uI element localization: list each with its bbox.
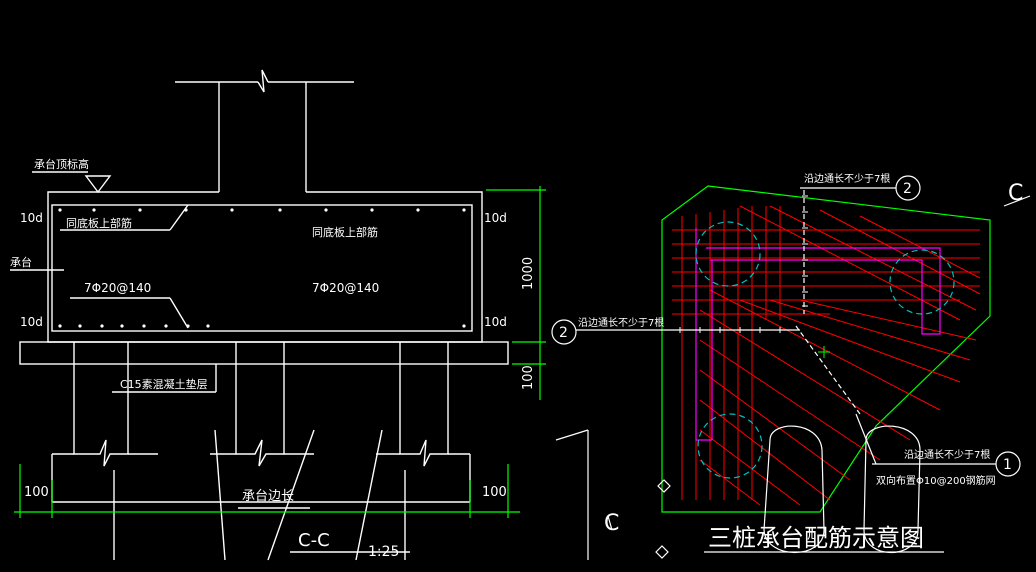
anchor-br: 10d <box>484 315 507 329</box>
marker-left-label: 2 <box>559 325 568 341</box>
note-right: 沿边通长不少于7根 <box>904 448 990 461</box>
note-top: 沿边通长不少于7根 <box>804 172 890 185</box>
marker-left <box>551 319 577 345</box>
bottom-rebar-right: 7Φ20@140 <box>312 281 379 295</box>
section-mark-bottom: C <box>604 511 619 536</box>
divider-lines <box>795 190 861 415</box>
depth-dim: 1000 <box>521 257 536 290</box>
top-rebar-label: 同底板上部筋 <box>66 216 132 230</box>
plan-slab-outline <box>661 185 991 513</box>
pile-right <box>399 342 449 467</box>
anchor-tr: 10d <box>484 211 507 225</box>
cushion-layer <box>19 341 509 365</box>
edge-length: 承台边长 <box>242 489 294 504</box>
section-mark-top: C <box>1008 181 1023 206</box>
bottom-rebar-left: 7Φ20@140 <box>84 281 151 295</box>
marker-top-label: 2 <box>903 181 912 197</box>
pile-circle-c <box>697 413 763 479</box>
anchor-tl: 10d <box>20 211 43 225</box>
pile-cap-outline <box>47 191 483 343</box>
marker-right-label: 1 <box>1003 457 1012 473</box>
markers <box>551 175 1021 477</box>
magenta-outline <box>695 228 941 441</box>
rebar-cage <box>51 204 473 332</box>
level-triangle <box>84 175 112 194</box>
diamond-2 <box>655 545 669 559</box>
marker-right <box>995 451 1021 477</box>
label-leader-bot-diag <box>169 297 189 329</box>
pile-circles <box>695 221 955 479</box>
tick-marks <box>679 195 808 333</box>
column-break <box>257 69 269 93</box>
pile-circle-b <box>889 249 955 315</box>
section-texts: 承台顶标高 承台 同底板上部筋 同底板上部筋 7Φ20@140 7Φ20@140… <box>10 157 507 560</box>
cushion-label: C15素混凝土垫层 <box>120 377 208 391</box>
break-line-1 <box>214 429 226 561</box>
top-rebar-label-right: 同底板上部筋 <box>312 225 378 239</box>
cap-top-label: 承台顶标高 <box>34 157 89 171</box>
pile-middle <box>235 342 285 467</box>
section-title: C-C <box>298 530 330 551</box>
section-scale: 1:25 <box>368 544 399 560</box>
edge-left-dim: 100 <box>24 485 49 500</box>
plan-title: 三桩承台配筋示意图 <box>708 524 924 552</box>
cushion-dim: 100 <box>521 365 536 390</box>
edge-right-dim: 100 <box>482 485 507 500</box>
mesh-note: 双向布置Φ10@200钢筋网 <box>876 474 996 487</box>
pile-left <box>73 342 129 467</box>
cap-label: 承台 <box>10 255 32 269</box>
break-line-2 <box>267 429 315 561</box>
rebar-mesh <box>672 205 981 506</box>
rebar-dots <box>58 208 466 328</box>
pile-circle-a <box>695 221 761 287</box>
center-cross <box>818 346 830 358</box>
pile-outline-1 <box>763 425 825 553</box>
diamond-1 <box>657 479 671 493</box>
pile-outline-2 <box>863 425 921 553</box>
break-line-3 <box>355 429 383 561</box>
marker-top <box>895 175 921 201</box>
section-view <box>10 69 509 561</box>
plan-texts: 2 2 1 沿边通长不少于7根 沿边通长不少于7根 沿边通长不少于7根 双向布置… <box>559 172 1023 552</box>
plan-leaders <box>555 187 1031 560</box>
section-green-texts: 100 100 1000 100 <box>24 257 536 500</box>
anchor-bl: 10d <box>20 315 43 329</box>
note-left: 沿边通长不少于7根 <box>578 316 664 329</box>
section-dimensions <box>14 186 546 518</box>
